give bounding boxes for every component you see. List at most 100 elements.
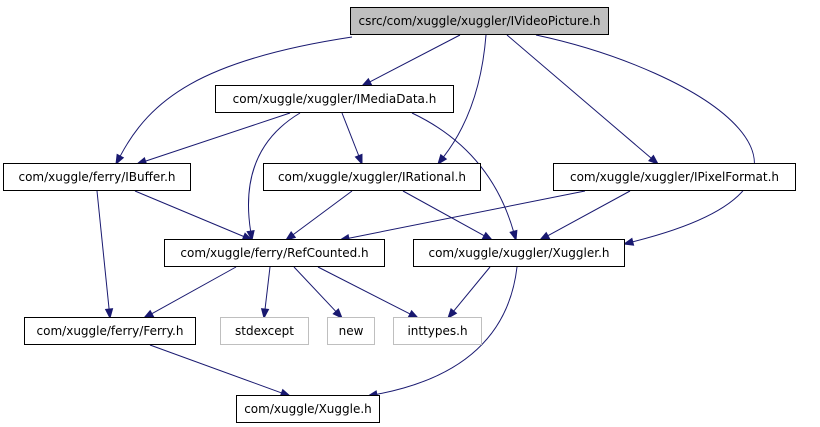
edge-line [119,36,353,157]
edge-imediadata-to-xugglerh [411,112,518,242]
node-label-inttypes: inttypes.h [407,324,467,338]
node-box-ipixelformat [553,163,796,191]
edge-arrowhead [437,153,448,166]
edge-line [535,34,755,243]
edge-line [317,266,411,315]
edge-refcounted-to-stdexcept [260,266,271,320]
edge-refcounted-to-ferry [142,266,237,319]
node-ivideopicture[interactable]: csrc/com/xuggle/xuggler/IVideoPicture.h [350,7,609,35]
edges-layer [96,34,755,399]
edge-line [411,112,514,232]
node-new[interactable]: new [327,317,375,345]
edge-arrowhead [260,308,270,320]
edge-imediadata-to-refcounted [246,112,301,242]
node-stdexcept[interactable]: stdexcept [220,317,309,345]
edge-ivideopicture-to-xugglerh [535,34,755,246]
edge-irational-to-refcounted [284,190,353,241]
node-irational[interactable]: com/xuggle/xuggler/IRational.h [263,163,481,191]
edge-line [506,34,652,159]
edge-line [453,266,491,312]
edge-line [369,34,461,83]
edge-line [547,190,631,237]
node-box-xugglerh [413,239,625,267]
node-box-ferry [24,317,196,345]
edge-refcounted-to-inttypes [317,266,420,319]
edge-arrowhead [284,230,297,241]
node-box-imediadata [215,85,454,113]
node-label-ivideopicture: csrc/com/xuggle/xuggler/IVideoPicture.h [358,14,600,28]
edge-line [151,266,237,315]
node-box-ibuffer [3,163,191,191]
node-label-ferry: com/xuggle/ferry/Ferry.h [37,324,184,338]
edge-line [292,190,353,236]
node-box-irational [263,163,481,191]
node-box-refcounted [164,239,385,267]
node-label-new: new [339,324,364,338]
edge-arrowhead [360,77,373,87]
edge-line [341,112,360,156]
edge-arrowhead [447,307,458,320]
node-xugglerh[interactable]: com/xuggle/xuggler/Xuggler.h [413,239,625,267]
node-box-xuggleh [236,395,380,423]
edge-arrowhead [509,229,518,242]
edge-ibuffer-to-ferry [96,190,114,320]
node-label-xuggleh: com/xuggle/Xuggle.h [244,402,372,416]
edge-line [248,112,301,232]
edge-line [376,266,518,395]
edge-line [96,190,110,310]
edge-ivideopicture-to-irational [437,34,487,166]
edge-arrowhead [104,308,114,320]
node-label-xugglerh: com/xuggle/xuggler/Xuggler.h [428,246,609,260]
edge-line [402,190,485,237]
edge-arrowhead [246,229,255,242]
node-label-refcounted: com/xuggle/ferry/RefCounted.h [180,246,368,260]
node-box-ivideopicture [350,7,609,35]
edge-line [149,344,282,394]
edge-ipixelformat-to-refcounted [338,190,586,243]
node-label-ipixelformat: com/xuggle/xuggler/IPixelFormat.h [570,170,779,184]
node-ferry[interactable]: com/xuggle/ferry/Ferry.h [24,317,196,345]
edge-ivideopicture-to-ibuffer [115,36,353,166]
node-xuggleh[interactable]: com/xuggle/Xuggle.h [236,395,380,423]
node-imediadata[interactable]: com/xuggle/xuggler/IMediaData.h [215,85,454,113]
node-box-stdexcept [220,317,309,345]
edge-arrowhead [332,308,343,320]
node-box-new [327,317,375,345]
edge-line [145,112,291,162]
node-refcounted[interactable]: com/xuggle/ferry/RefCounted.h [164,239,385,267]
edge-refcounted-to-new [293,266,343,320]
node-ibuffer[interactable]: com/xuggle/ferry/IBuffer.h [3,163,191,191]
node-box-inttypes [393,317,482,345]
node-label-stdexcept: stdexcept [235,324,294,338]
edge-arrowhead [538,231,551,241]
edge-ivideopicture-to-ipixelformat [506,34,660,165]
edge-imediadata-to-ibuffer [135,112,291,166]
edge-line [293,266,337,312]
edge-irational-to-xugglerh [402,190,494,241]
edge-line [348,190,586,239]
edge-arrowhead [115,153,125,166]
node-label-ibuffer: com/xuggle/ferry/IBuffer.h [18,170,175,184]
edge-arrowhead [142,309,155,319]
edge-arrowhead [481,231,494,241]
edge-line [443,34,487,158]
edge-imediadata-to-irational [341,112,363,166]
edge-ibuffer-to-refcounted [134,190,254,241]
edge-line [134,190,244,237]
edge-ferry-to-xuggleh [149,344,292,397]
node-label-irational: com/xuggle/xuggler/IRational.h [278,170,466,184]
edge-arrowhead [622,237,635,246]
edge-ivideopicture-to-imediadata [360,34,461,87]
nodes-layer: csrc/com/xuggle/xuggler/IVideoPicture.h … [3,7,796,423]
edge-arrowhead [648,154,660,165]
edge-xugglerh-to-inttypes [447,266,491,320]
node-ipixelformat[interactable]: com/xuggle/xuggler/IPixelFormat.h [553,163,796,191]
edge-arrowhead [354,153,363,166]
edge-line [264,266,271,310]
node-label-imediadata: com/xuggle/xuggler/IMediaData.h [233,92,437,106]
edge-ipixelformat-to-xugglerh [538,190,631,241]
node-inttypes[interactable]: inttypes.h [393,317,482,345]
edge-arrowhead [407,309,420,319]
